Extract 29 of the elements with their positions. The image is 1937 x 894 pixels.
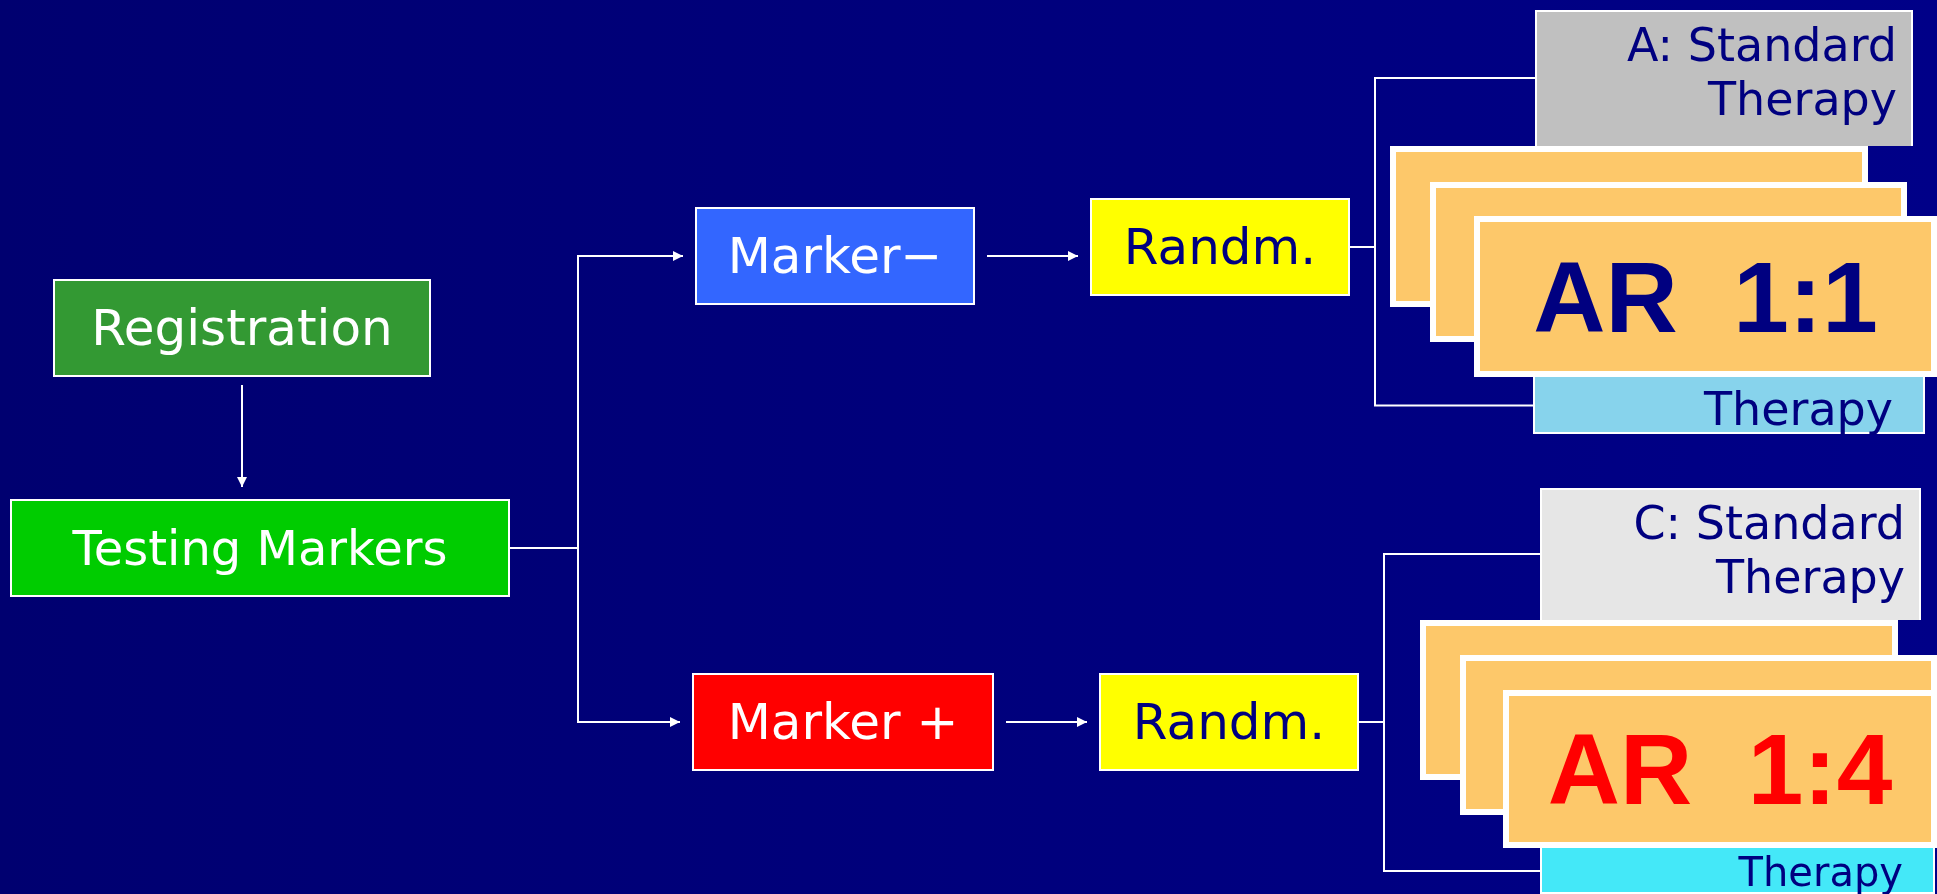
connector-line [237, 384, 247, 488]
node-label: Randm. [1123, 217, 1317, 277]
node-label: Randm. [1132, 692, 1326, 752]
node-label: Marker− [727, 226, 943, 286]
node-label: Testing Markers [72, 519, 448, 577]
therapy-box [1540, 488, 1921, 620]
therapy-box [1533, 377, 1925, 434]
process-box [10, 499, 510, 597]
connector-line [509, 547, 681, 727]
process-box [1090, 198, 1350, 296]
connector-line [986, 251, 1079, 261]
process-box [695, 207, 975, 305]
node-label: C: Standard Therapy [1632, 496, 1905, 605]
node-label: Marker + [727, 692, 959, 752]
ratio-label: AR 1:1 [1533, 239, 1878, 355]
connector-line [1349, 246, 1534, 407]
process-box [692, 673, 994, 771]
card-stack [1420, 620, 1937, 848]
connector-line [1005, 717, 1088, 727]
node-label: Therapy [1738, 852, 1903, 892]
process-box [53, 279, 431, 377]
card-stack [1390, 146, 1937, 377]
connector-line [1358, 721, 1541, 872]
therapy-box [1540, 848, 1935, 894]
therapy-box [1535, 10, 1913, 146]
node-label: A: Standard Therapy [1625, 18, 1897, 127]
process-box [1099, 673, 1359, 771]
ratio-label: AR 1:4 [1547, 712, 1893, 827]
node-label: Registration [91, 298, 393, 358]
